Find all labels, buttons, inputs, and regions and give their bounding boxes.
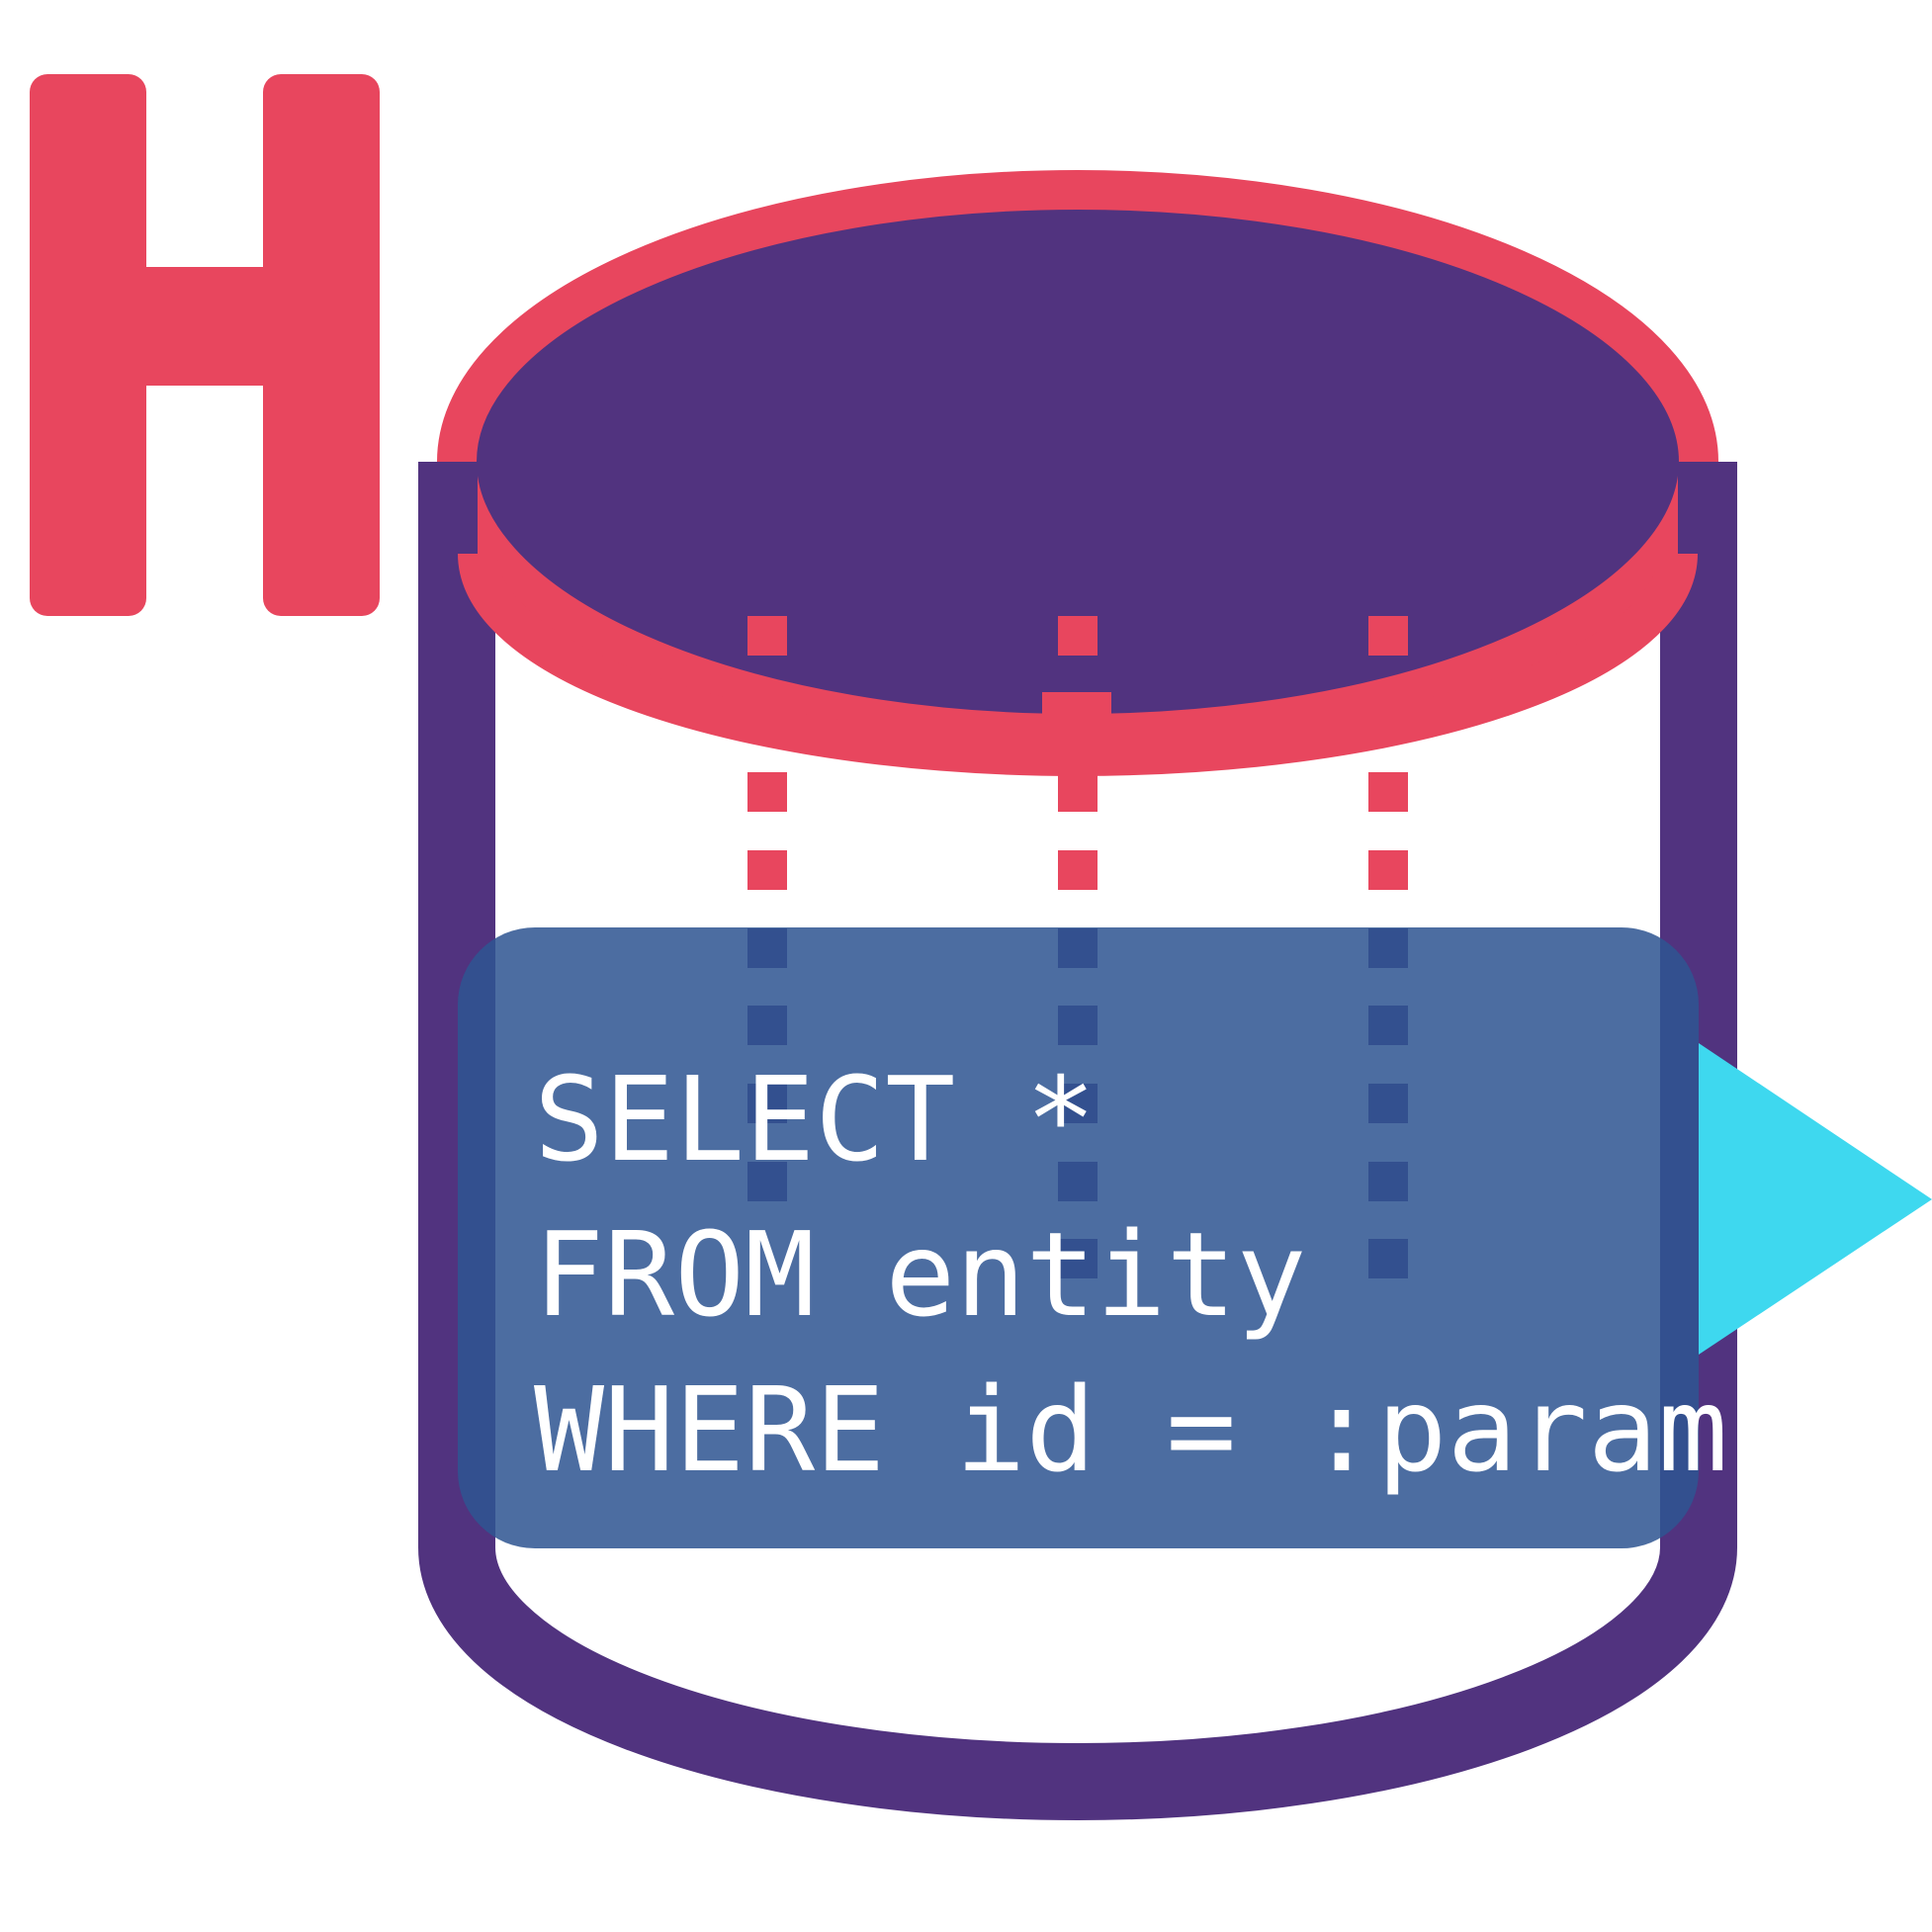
database-cylinder-icon	[418, 170, 1737, 1820]
query-line-where: WHERE id = :param	[534, 1361, 1728, 1498]
query-line-from: FROM entity	[534, 1206, 1306, 1343]
query-panel: SELECT * FROM entity WHERE id = :param	[458, 927, 1728, 1548]
query-line-select: SELECT *	[534, 1051, 1096, 1187]
play-arrow-icon	[1699, 1043, 1932, 1355]
hibernate-h-logo-icon	[30, 74, 380, 616]
